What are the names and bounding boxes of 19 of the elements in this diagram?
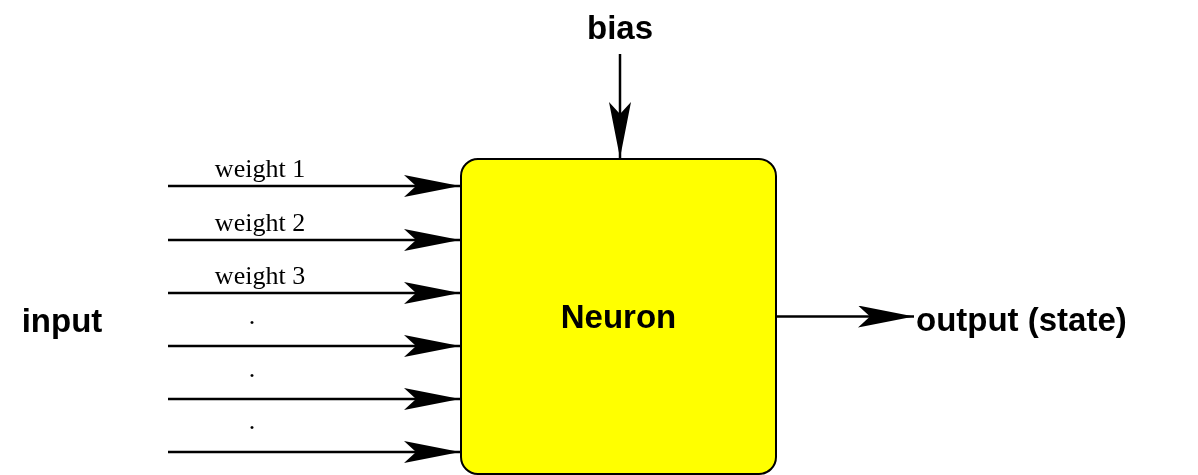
- arrow: [168, 282, 460, 304]
- arrow: [168, 441, 460, 463]
- input-label: input: [21, 303, 103, 337]
- edge-label: weight 2: [214, 210, 306, 236]
- arrow: [168, 335, 460, 357]
- ellipsis-dot: .: [248, 356, 256, 382]
- arrow: [168, 175, 460, 197]
- arrow: [168, 388, 460, 410]
- arrow: [168, 229, 460, 251]
- output-label: output (state): [916, 301, 1127, 339]
- bias-label: bias: [586, 9, 653, 47]
- neuron-box: [460, 158, 777, 475]
- neuron-label: Neuron: [560, 297, 677, 336]
- arrow: [777, 305, 914, 328]
- edge-label: weight 1: [214, 156, 306, 182]
- edge-label: weight 3: [214, 263, 306, 289]
- ellipsis-dot: .: [248, 303, 256, 329]
- arrow: [609, 54, 631, 158]
- ellipsis-dot: .: [248, 408, 256, 434]
